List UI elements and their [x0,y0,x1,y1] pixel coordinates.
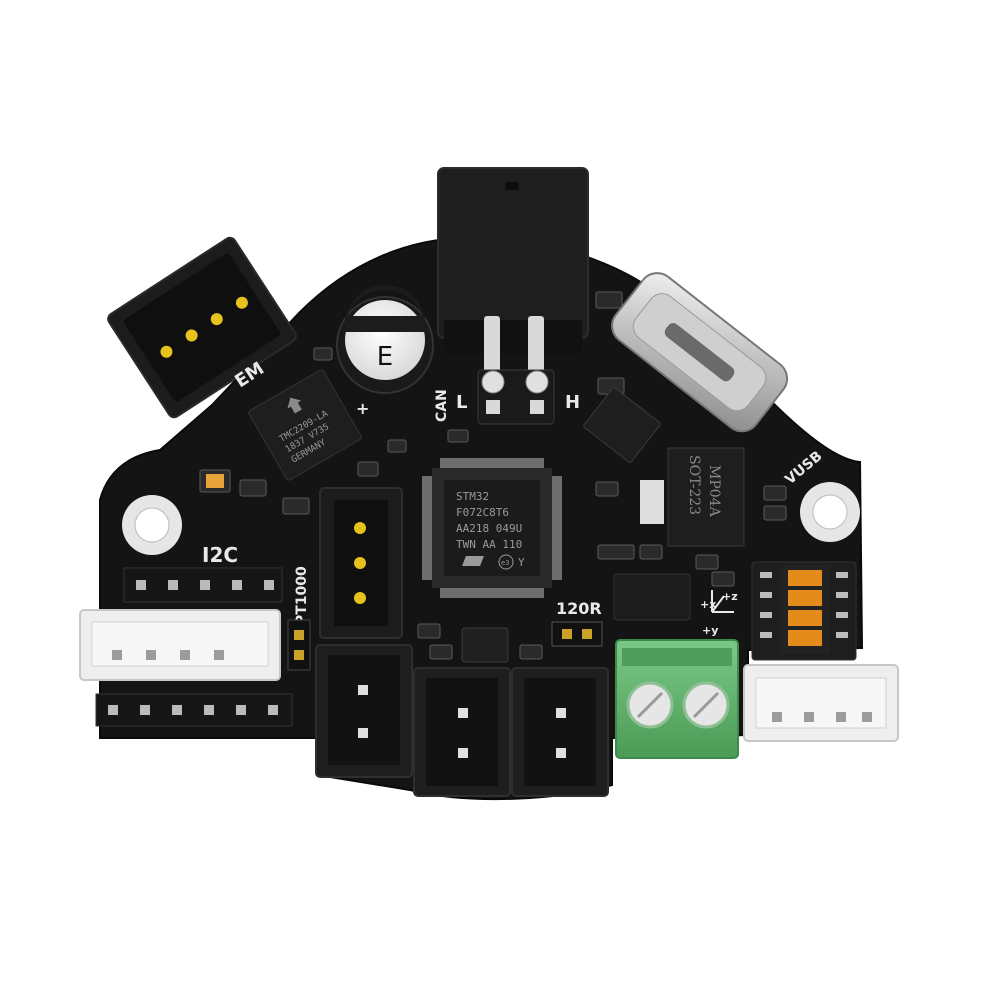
axis-z-label: +z [722,590,738,603]
pin-3 [210,313,223,326]
dip-switch[interactable] [751,561,857,661]
can-high-label: H [565,392,580,413]
plus-label: + [356,399,369,418]
buzzer-label: E [377,342,393,372]
pin-1 [160,345,173,358]
st-logo-icon [462,556,484,566]
dip-toggle-3[interactable] [788,610,822,626]
mcu-line2: F072C8T6 [456,506,509,519]
regulator-line1: SOT-223 [686,455,702,515]
inductor [613,573,691,621]
axis-y-label: +y [702,624,718,637]
voltage-regulator: SOT-223 MP04A [640,447,745,547]
i2c-label: I2C [202,543,238,567]
chip-logo-icon [287,397,302,414]
small-chip [461,627,509,663]
mcu-line1: STM32 [456,490,489,503]
dip-toggle-1[interactable] [788,570,822,586]
power-terminal[interactable] [615,639,739,759]
right-white-connector[interactable] [743,664,899,742]
pt1000-label: PT1000 [294,566,310,625]
buzzer: E [336,285,434,394]
axis-x-label: +x [700,598,716,611]
pin-4 [235,296,248,309]
mounting-hole-left [122,495,182,555]
mosfet [583,387,661,463]
mcu-mark: e3 [501,559,509,567]
smd-components [199,291,787,660]
dip-toggle-4[interactable] [788,630,822,646]
r120-jumper[interactable] [551,621,603,647]
fan-connector-2[interactable] [413,667,511,797]
mcu-line3: AA218 049U [456,522,522,535]
can-low-label: L [456,392,467,413]
endstop-connector[interactable] [106,236,298,420]
can-label: CAN [434,389,450,422]
mcu-chip: STM32 F072C8T6 AA218 049U TWN AA 110 e3 … [422,458,562,598]
mcu-suffix: Y [518,556,525,569]
heater-connector-1[interactable] [315,644,413,778]
sensor-chip: TMC2209-LA 1837 V735 GERMANY [248,369,362,481]
dip-toggle-2[interactable] [788,590,822,606]
pin-2 [185,329,198,342]
mcu-line4: TWN AA 110 [456,538,522,551]
can-power-connector[interactable] [437,167,589,425]
i2c-header-top[interactable] [123,567,283,603]
header-bottom-row[interactable] [95,693,293,727]
regulator-line2: MP04A [706,465,722,518]
fan-connector-3[interactable] [511,667,609,797]
usb-c-port[interactable] [605,266,795,439]
i2c-white-connector[interactable] [79,609,281,681]
fan-connector[interactable] [319,487,403,639]
pt1000-header[interactable] [287,619,311,671]
mounting-hole-right [800,482,860,542]
axis-marker: +x +y +z [700,590,738,637]
r120-label: 120R [556,599,602,618]
